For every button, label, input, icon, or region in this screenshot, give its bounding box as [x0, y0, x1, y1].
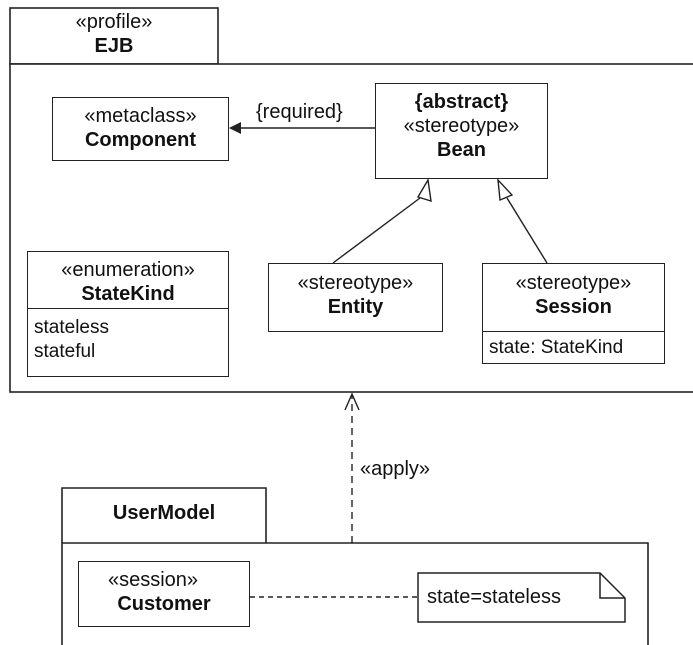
generalization-entity-triangle: [416, 177, 432, 202]
generalization-entity-bean: [332, 197, 421, 264]
statekind-stereotype: «enumeration»: [61, 259, 195, 281]
generalization-session-triangle: [497, 178, 514, 202]
session-stereotype: «stereotype»: [515, 272, 632, 294]
class-entity[interactable]: «stereotype» Entity: [268, 263, 443, 332]
class-statekind[interactable]: «enumeration» StateKind stateless statef…: [27, 251, 229, 377]
usermodel-package: [61, 487, 649, 645]
bean-constraint: {abstract}: [414, 91, 509, 113]
component-stereotype: «metaclass»: [84, 105, 197, 127]
usermodel-package-tab: [61, 487, 267, 543]
entity-name: Entity: [327, 296, 384, 318]
note-fold: [599, 573, 625, 599]
component-customer[interactable]: «session» Customer: [78, 561, 250, 627]
generalization-session-bean: [506, 197, 548, 264]
session-attribute: state: StateKind: [489, 337, 624, 358]
session-name: Session: [535, 296, 612, 318]
entity-stereotype: «stereotype»: [297, 272, 414, 294]
component-name: Component: [84, 129, 197, 151]
class-component[interactable]: «metaclass» Component: [52, 97, 229, 161]
usermodel-name: UserModel: [112, 502, 216, 524]
apply-arrowhead: [344, 392, 360, 411]
class-bean[interactable]: {abstract} «stereotype» Bean: [375, 83, 548, 179]
bean-name: Bean: [437, 139, 486, 161]
profile-name: EJB: [94, 35, 134, 57]
profile-stereotype: «profile»: [75, 11, 153, 33]
usermodel-package-body: [61, 542, 649, 645]
class-session[interactable]: «stereotype» Session state: StateKind: [482, 263, 665, 364]
customer-name: Customer: [117, 593, 211, 615]
statekind-literal: stateful: [34, 341, 96, 362]
note-shape: [417, 572, 626, 623]
bean-stereotype: «stereotype»: [403, 115, 520, 137]
profile-package-tab: [9, 7, 219, 65]
apply-label: «apply»: [360, 458, 431, 480]
profile-header: «profile» EJB: [10, 10, 218, 58]
statekind-name: StateKind: [81, 283, 175, 305]
customer-stereotype: «session»: [107, 569, 199, 591]
extension-required-label: {required}: [256, 101, 343, 123]
statekind-literal: stateless: [34, 317, 109, 338]
note-text: state=stateless: [427, 586, 561, 608]
